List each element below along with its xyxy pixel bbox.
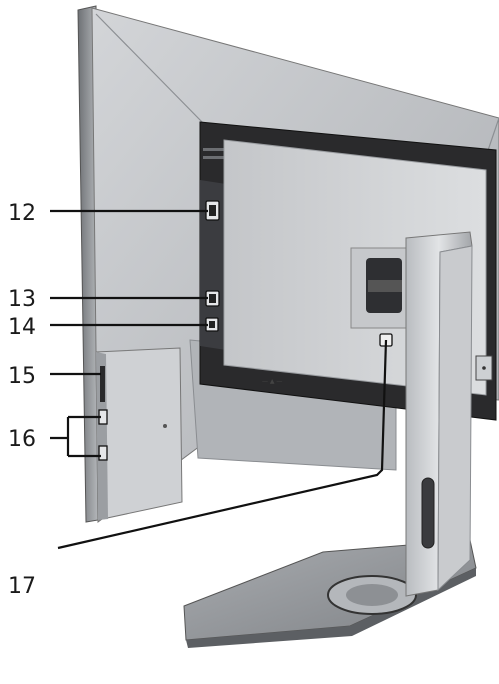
svg-text:— ▲ —: — ▲ — <box>262 378 282 385</box>
callout-17: 17 <box>8 574 36 599</box>
callout-16: 16 <box>8 427 36 452</box>
stand <box>183 231 493 648</box>
leader-16 <box>50 415 101 458</box>
port-strip <box>200 180 226 350</box>
callout-14: 14 <box>8 315 36 340</box>
leader-17 <box>57 339 388 550</box>
port-15-card-slot <box>100 366 105 402</box>
callout-15: 15 <box>8 364 36 389</box>
callout-12: 12 <box>8 201 36 226</box>
port-16-usb-b <box>98 445 108 461</box>
side-module <box>95 347 183 521</box>
callout-13: 13 <box>8 287 36 312</box>
side-module-body <box>95 347 183 521</box>
leader-lines <box>50 209 388 550</box>
stand-cable-hole <box>421 477 435 549</box>
ports <box>205 200 220 332</box>
side-module-screw <box>163 424 167 428</box>
callout-labels: 12 13 14 15 16 17 <box>8 201 36 599</box>
